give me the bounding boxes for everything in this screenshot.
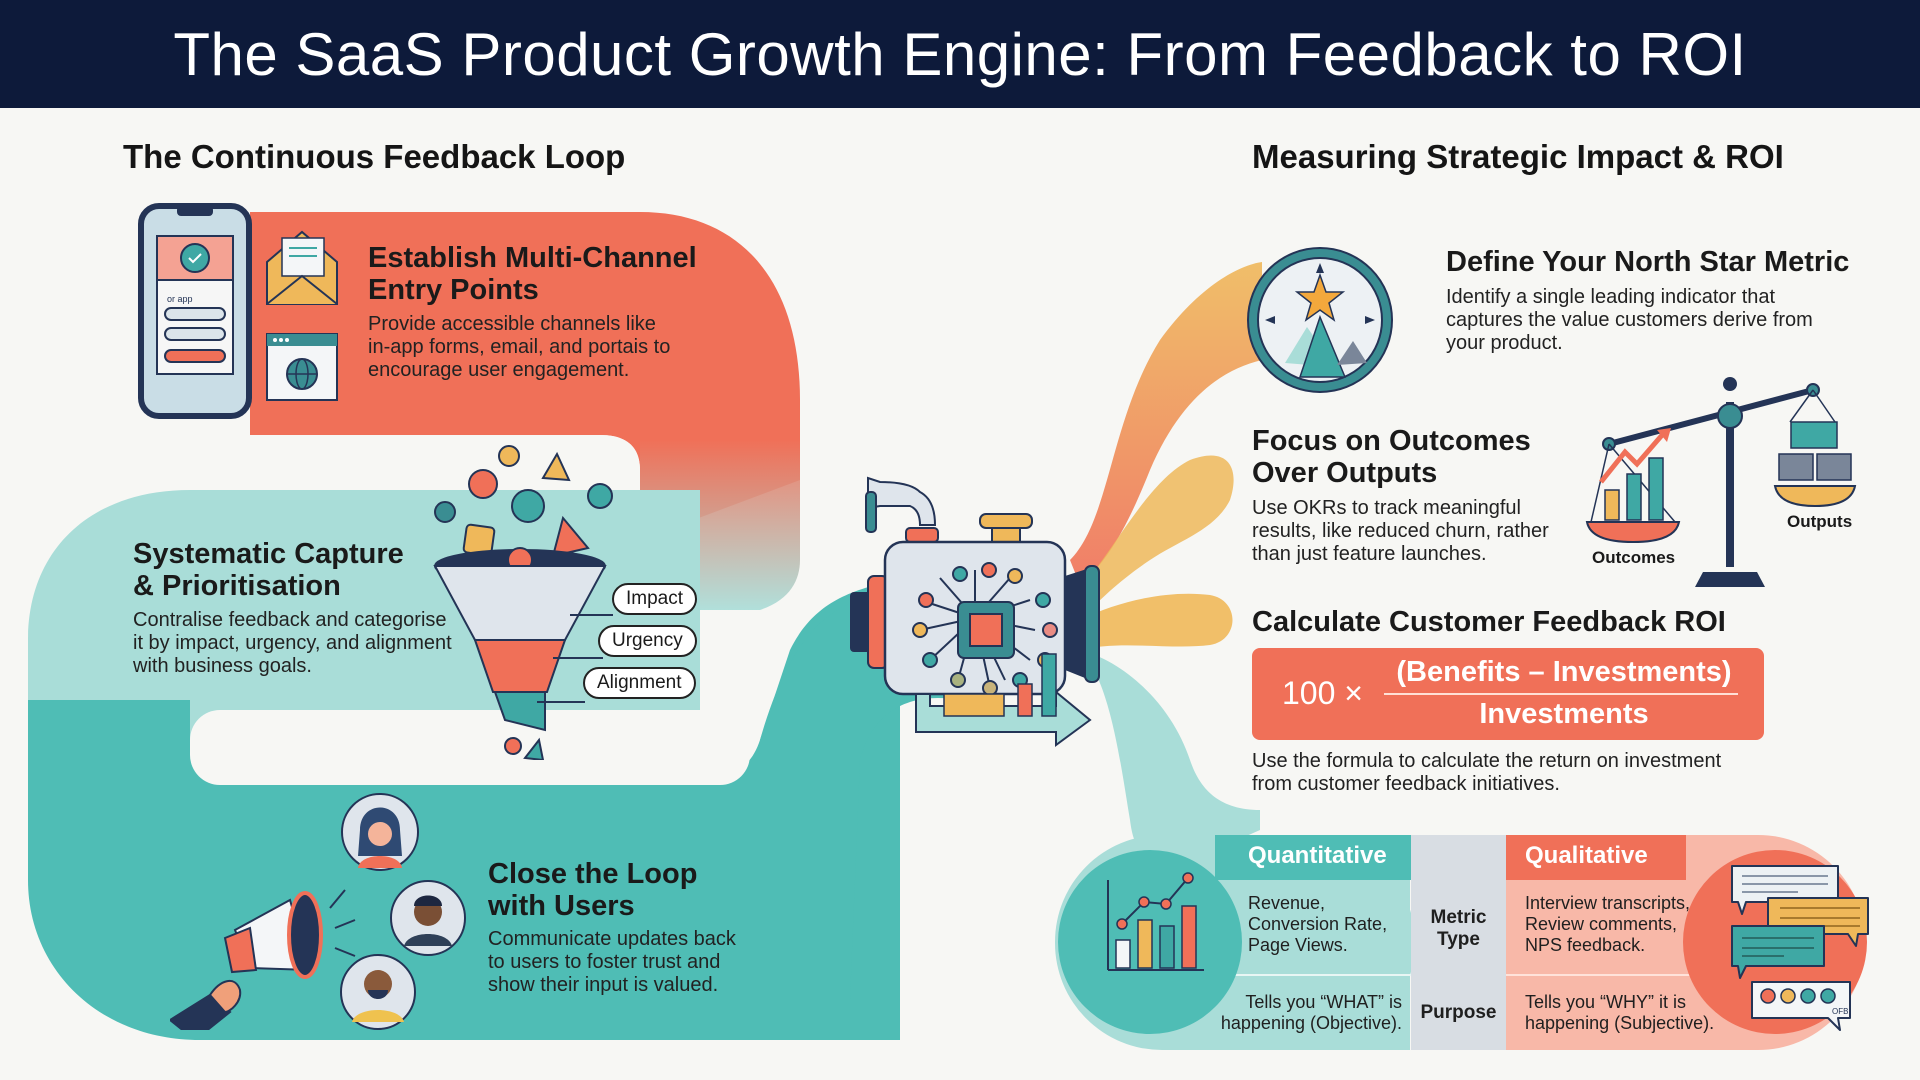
left-section-title: The Continuous Feedback Loop: [123, 138, 626, 175]
flow-to-comparison: [1080, 650, 1260, 860]
step2-title: Systematic Capture & Prioritisation: [133, 538, 404, 602]
close-loop-icons: [170, 793, 419, 1030]
scale-left-label: Outcomes: [1592, 548, 1676, 567]
flow-to-north-star: [1070, 262, 1262, 585]
quant-header-bar: [1215, 835, 1411, 880]
step1-desc: Provide accessible channels like in-app …: [368, 313, 671, 381]
envelope-icon: [266, 230, 338, 305]
roi-formula-box: 100 × (Benefits – Investments) Investmen…: [1252, 648, 1764, 740]
phone-form-icon: [138, 203, 252, 419]
roi-desc: Use the formula to calculate the return …: [1252, 750, 1722, 795]
quant-header: Quantitative: [1248, 842, 1387, 869]
browser-globe-icon: [266, 333, 338, 401]
growth-engine-icon: [850, 476, 1100, 747]
roi-title: Calculate Customer Feedback ROI: [1252, 606, 1726, 638]
title-banner: The SaaS Product Growth Engine: From Fee…: [0, 0, 1920, 108]
fraction-bar: [1384, 693, 1738, 695]
page-title: The SaaS Product Growth Engine: From Fee…: [173, 20, 1747, 88]
formula-numerator: (Benefits – Investments): [1396, 656, 1732, 688]
funnel-icon: [433, 445, 613, 760]
user-avatar-icon: [341, 793, 419, 871]
megaphone-icon: [170, 889, 356, 1030]
compass-star-icon: [1247, 247, 1393, 393]
row-label-purpose: Purpose: [1420, 1002, 1497, 1023]
flow-to-roi: [1080, 593, 1233, 650]
funnel-tag-impact: Impact: [612, 583, 698, 615]
inner-gap-bottom: [190, 710, 750, 785]
qual-metric-cell: Interview transcripts, Review comments, …: [1525, 893, 1691, 955]
north-star-title: Define Your North Star Metric: [1446, 246, 1850, 278]
scale-right-label: Outputs: [1787, 512, 1853, 531]
flow-to-outcomes: [1080, 455, 1234, 610]
right-section-title: Measuring Strategic Impact & ROI: [1252, 138, 1784, 175]
formula-denominator: Investments: [1479, 698, 1649, 730]
qual-header-bar: [1506, 835, 1686, 880]
north-star-desc: Identify a single leading indicator that…: [1446, 286, 1813, 354]
quant-purpose-cell: Tells you “WHAT” is happening (Objective…: [1220, 992, 1402, 1033]
entry-points-icons: or app: [138, 203, 338, 419]
user-avatar-icon: [390, 880, 466, 956]
funnel-tag-alignment: Alignment: [583, 667, 696, 699]
speech-bubbles-icon: OFB: [1731, 865, 1869, 1031]
step3-desc: Communicate updates back to users to fos…: [488, 928, 736, 996]
inner-gap-top: [245, 435, 640, 490]
bubble-text: OFB: [1832, 1007, 1848, 1016]
outcomes-title: Focus on Outcomes Over Outputs: [1252, 425, 1531, 489]
bar-line-chart-icon: [1107, 872, 1204, 971]
comparison-center-column: [1411, 835, 1506, 1050]
qual-purpose-cell: Tells you “WHY” it is happening (Subject…: [1525, 992, 1715, 1033]
outcomes-desc: Use OKRs to track meaningful results, li…: [1252, 497, 1549, 565]
step1-title: Establish Multi-Channel Entry Points: [368, 242, 697, 306]
formula-multiplier: 100 ×: [1282, 675, 1363, 711]
row-label-metric-type: Metric Type: [1430, 907, 1487, 950]
step3-title: Close the Loop with Users: [488, 858, 698, 922]
step2-desc: Contralise feedback and categorise it by…: [133, 609, 452, 677]
user-avatar-icon: [340, 954, 416, 1030]
funnel-tag-urgency: Urgency: [598, 625, 697, 657]
phone-label: or app: [167, 294, 193, 304]
qual-header: Qualitative: [1525, 842, 1648, 869]
quant-metric-cell: Revenue, Conversion Rate, Page Views.: [1248, 893, 1388, 955]
balance-scale-icon: [1585, 377, 1857, 587]
